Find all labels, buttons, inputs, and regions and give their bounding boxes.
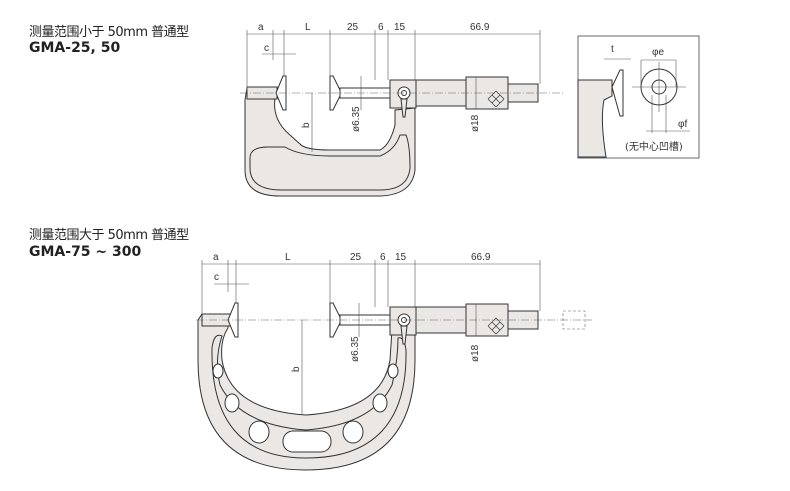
dim-25: 25 — [347, 22, 359, 33]
dim-6: 6 — [380, 252, 386, 263]
frame-recess — [249, 134, 411, 191]
dim-c: c — [264, 43, 269, 54]
dim-25: 25 — [350, 252, 362, 263]
large-range-models: GMA-75 ~ 300 — [29, 244, 142, 260]
knurling — [487, 90, 505, 108]
dim-spindle-dia: ø6.35 — [350, 336, 361, 362]
dim-15: 15 — [394, 22, 406, 33]
small-range-drawing: a c L 25 6 15 66.9 b ø6.35 ø18 t φe φf (… — [240, 22, 700, 197]
dim-thimble-dia: ø18 — [470, 114, 481, 132]
large-range-title: 测量范围大于 50mm 普通型 — [29, 228, 189, 243]
frame-holes — [212, 363, 399, 453]
dim-L: L — [305, 22, 311, 33]
dim-b: b — [291, 366, 302, 372]
dim-15: 15 — [395, 252, 407, 263]
dim-a: a — [258, 22, 264, 33]
dim-c: c — [214, 272, 219, 283]
dim-L: L — [285, 252, 291, 263]
small-range-title: 测量范围小于 50mm 普通型 — [29, 25, 189, 40]
dim-66-9: 66.9 — [471, 252, 491, 263]
large-range-drawing: a c L 25 6 15 66.9 b ø6.35 ø18 — [196, 252, 592, 471]
dim-66-9: 66.9 — [470, 22, 490, 33]
dim-6: 6 — [378, 22, 384, 33]
small-range-models: GMA-25, 50 — [29, 40, 121, 56]
dim-thimble-dia: ø18 — [470, 344, 481, 362]
inset-note: (无中心凹槽) — [625, 140, 683, 153]
dim-spindle-dia: ø6.35 — [351, 106, 362, 132]
inset-phi-e: φe — [652, 47, 664, 58]
dim-b: b — [301, 122, 312, 128]
inset-phi-f: φf — [678, 119, 687, 130]
dim-a: a — [213, 252, 219, 263]
inset-t: t — [611, 44, 614, 55]
